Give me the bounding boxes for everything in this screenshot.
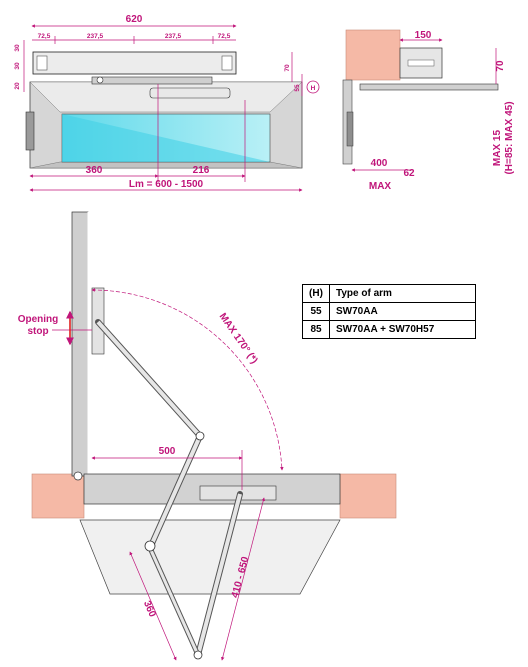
table-row: 55 SW70AA	[302, 302, 476, 321]
dim-150: 150	[415, 30, 432, 41]
side-arm	[359, 83, 499, 91]
table-cell-h: 85	[302, 320, 330, 339]
floor-frame	[79, 519, 341, 595]
dim-max-note: MAX	[369, 181, 392, 192]
opening-stop-label-1: Opening	[18, 314, 59, 325]
dim-400: 400	[371, 158, 388, 169]
dim-500: 500	[159, 446, 176, 457]
dim-arm-360: 360	[141, 599, 158, 619]
table-header-row: (H) Type of arm	[302, 284, 476, 303]
closer-body	[32, 51, 237, 75]
dim-segment-4: 72,5	[218, 33, 231, 40]
vertical-note-2: (H=85: MAX 45)	[504, 101, 515, 174]
dim-segment-1: 72,5	[38, 33, 51, 40]
wall-left	[31, 473, 85, 519]
angle-arc	[91, 288, 284, 471]
dim-62: 62	[403, 168, 415, 179]
dim-right-70: 70	[284, 64, 291, 72]
dim-segment-2: 237,5	[87, 33, 104, 40]
height-marker	[306, 80, 320, 94]
dim-left-1: 30	[14, 44, 21, 52]
hinge	[25, 111, 35, 151]
side-view: 150 70 400 62 MAX MAX 15 (H=85: MAX 45)	[342, 29, 515, 192]
vertical-note-1: MAX 15	[492, 130, 503, 167]
dim-segment-3: 237,5	[165, 33, 182, 40]
table-row: 85 SW70AA + SW70H57	[302, 320, 476, 339]
table-header-h: (H)	[302, 284, 330, 303]
dim-overall-width: 620	[126, 14, 143, 25]
dim-360: 360	[86, 165, 103, 176]
door-leaf-open	[71, 211, 89, 477]
wall-right	[339, 473, 397, 519]
table-cell-h: 55	[302, 302, 330, 321]
arm-open	[95, 319, 203, 551]
dim-right-55: 55	[294, 84, 301, 92]
side-wall	[345, 29, 401, 81]
opening-stop-label-2: stop	[27, 326, 48, 337]
dim-left-2: 30	[14, 62, 21, 70]
front-view: 620 72,5 237,5 237,5 72,5 30 30 20 70	[14, 14, 320, 192]
height-marker-label: H	[311, 85, 316, 92]
table-header-type: Type of arm	[329, 284, 476, 303]
table-cell-type: SW70AA	[329, 302, 476, 321]
dim-left-3: 20	[14, 82, 21, 90]
arm-type-table: (H) Type of arm 55 SW70AA 85 SW70AA + SW…	[302, 284, 476, 339]
dim-side-70: 70	[495, 60, 506, 72]
table-cell-type: SW70AA + SW70H57	[329, 320, 476, 339]
plan-view: Opening stop MAX 170° (*) 500 360 410 - …	[18, 211, 397, 661]
angle-label: MAX 170° (*)	[217, 311, 260, 366]
dim-216: 216	[193, 165, 210, 176]
dim-leaf-width: Lm = 600 - 1500	[129, 179, 204, 190]
closer-arm	[91, 76, 213, 85]
